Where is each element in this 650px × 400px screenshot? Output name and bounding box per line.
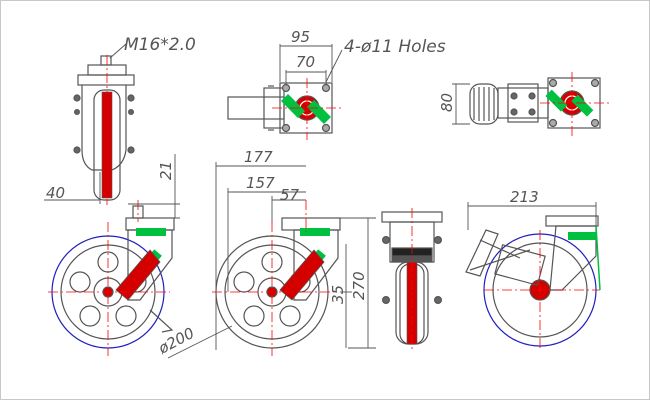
holes-label: 4-ø11 Holes bbox=[344, 37, 446, 57]
plate-depth-dim: 80 bbox=[438, 93, 456, 112]
plate-dimension-lines bbox=[279, 44, 343, 84]
wheel-diameter-dim: ø200 bbox=[155, 324, 198, 358]
wheel-reach-dim: 177 bbox=[244, 148, 273, 166]
stem-side-view bbox=[73, 55, 135, 205]
swivel-height-dim: 21 bbox=[157, 161, 175, 180]
offset-left-dim: 40 bbox=[46, 184, 65, 202]
plate-half-dim: 57 bbox=[280, 186, 300, 204]
depth-dimension-lines bbox=[452, 83, 470, 125]
brake-top-view bbox=[469, 72, 610, 136]
caster-dimension-lines bbox=[167, 162, 376, 359]
thread-leader bbox=[109, 43, 127, 59]
caster-front-view bbox=[381, 208, 443, 352]
brake-reach-dim: 213 bbox=[510, 188, 539, 206]
total-height-dim: 270 bbox=[350, 271, 368, 300]
brake-dimension-lines bbox=[467, 202, 597, 230]
caster-brake-view bbox=[465, 215, 601, 350]
plate-top-view bbox=[227, 78, 342, 140]
caster-view-1 bbox=[48, 200, 175, 356]
thread-label: M16*2.0 bbox=[124, 35, 196, 55]
offset-dimension-lines bbox=[44, 154, 180, 219]
plate-width-dim: 95 bbox=[291, 28, 310, 46]
caster-view-2 bbox=[212, 200, 341, 356]
offset-35-dim: 35 bbox=[329, 285, 347, 304]
hole-spacing-dim: 70 bbox=[296, 53, 315, 71]
axle-reach-dim: 157 bbox=[246, 174, 275, 192]
